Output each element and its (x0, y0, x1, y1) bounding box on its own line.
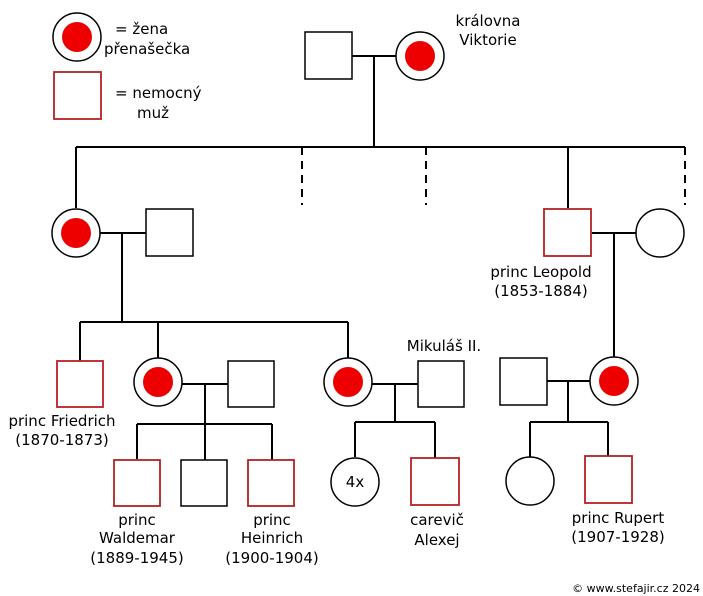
pedigree-lines (75, 55, 686, 460)
leopold-years: (1853-1884) (494, 282, 587, 300)
leopold-name: princ Leopold (490, 263, 591, 281)
waldemar-years: (1889-1945) (90, 549, 183, 567)
legend-carrier-label-1: = žena (115, 20, 168, 38)
copyright-text: © www.stefajir.cz 2024 (572, 582, 700, 595)
heinrich-years: (1900-1904) (225, 549, 318, 567)
nicholas-name: Mikuláš II. (407, 337, 481, 355)
rupert-affected-symbol (584, 455, 633, 504)
legend-carrier-symbol (52, 12, 102, 62)
daughter-carrier-symbol (51, 208, 101, 258)
leopold-son-in-law-symbol (499, 357, 548, 406)
alexei-label-1: carevič (410, 511, 464, 529)
leopold-granddaughter-symbol (505, 456, 555, 506)
granddaughter-1-husband-symbol (227, 360, 275, 408)
victoria-husband-symbol (304, 31, 353, 80)
legend-affected-label-1: = nemocný (115, 84, 202, 102)
waldemar-label-2: Waldemar (99, 529, 176, 547)
rupert-years: (1907-1928) (571, 528, 664, 546)
legend: = žena přenašečka = nemocný muž (52, 12, 202, 122)
daughters-count: 4x (346, 473, 365, 491)
daughters-symbol (330, 457, 380, 507)
leopold-affected-symbol (543, 208, 592, 257)
legend-carrier-label-2: přenašečka (104, 40, 190, 58)
victoria-label-1: královna (456, 12, 521, 30)
heinrich-label-1: princ (253, 511, 291, 529)
rupert-name: princ Rupert (572, 509, 665, 527)
leopold-wife-symbol (635, 208, 685, 258)
heinrich-affected-symbol (247, 459, 295, 507)
waldemar-affected-symbol (113, 459, 161, 507)
friedrich-years: (1870-1873) (15, 431, 108, 449)
friedrich-affected-symbol (56, 360, 104, 408)
legend-affected-label-2: muž (137, 104, 169, 122)
legend-affected-symbol (53, 71, 102, 120)
daughter-husband-symbol (145, 208, 194, 257)
alexei-label-2: Alexej (414, 531, 459, 549)
victoria-carrier-symbol (395, 31, 445, 81)
granddaughter-2-carrier-symbol (323, 357, 373, 407)
victoria-label-2: Viktorie (459, 31, 516, 49)
nicholas-symbol (417, 360, 465, 408)
grandson-unaffected-symbol (180, 459, 228, 507)
leopold-daughter-carrier-symbol (589, 356, 639, 406)
alexei-affected-symbol (410, 457, 460, 506)
friedrich-name: princ Friedrich (8, 412, 115, 430)
granddaughter-1-carrier-symbol (133, 357, 183, 407)
waldemar-label-1: princ (118, 511, 156, 529)
heinrich-label-2: Heinrich (241, 529, 303, 547)
